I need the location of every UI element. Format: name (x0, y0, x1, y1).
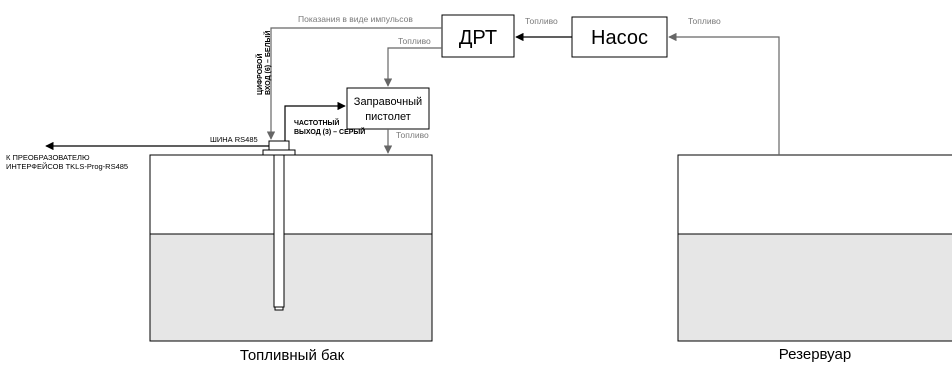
fuel-label-drt-in: Топливо (525, 16, 558, 26)
drt-label: ДРТ (459, 27, 497, 49)
fuel-tank (149, 154, 433, 342)
sensor-head (268, 140, 290, 151)
freq-output-label-line2: ВЫХОД (3) – СЕРЫЙ (294, 127, 365, 136)
fuel-label-tank-in: Топливо (396, 130, 429, 140)
converter-label-line2: ИНТЕРФЕЙСОВ TKLS-Prog-RS485 (6, 162, 128, 171)
reservoir-caption: Резервуар (779, 346, 851, 363)
nozzle-label-line2: пистолет (365, 111, 411, 123)
flow-reservoir-to-pump (668, 32, 780, 155)
drt-box: ДРТ (441, 14, 515, 58)
freq-output-label-line1: ЧАСТОТНЫЙ (294, 118, 339, 127)
nozzle-label-line1: Заправочный (354, 96, 422, 108)
fuel-tank-fluid (150, 234, 432, 341)
digital-input-label: ЦИФРОВОЙ ВХОД (6) – БЕЛЫЙ (255, 31, 272, 95)
sensor-probe (273, 154, 285, 308)
nozzle-box: Заправочный пистолет (346, 87, 430, 130)
fuel-tank-caption: Топливный бак (240, 347, 345, 364)
digital-input-label-line1: ЦИФРОВОЙ (255, 54, 264, 96)
fuel-level-sensor (262, 140, 296, 311)
fuel-label-nozzle-in: Топливо (398, 36, 431, 46)
sensor-flange (262, 149, 296, 156)
signal-sensor-to-nozzle (284, 101, 346, 141)
reservoir (677, 154, 952, 342)
digital-input-label-line2: ВХОД (6) – БЕЛЫЙ (263, 31, 272, 95)
reservoir-fluid (678, 234, 952, 341)
pump-label: Насос (591, 27, 648, 49)
converter-label-line1: К ПРЕОБРАЗОВАТЕЛЮ (6, 153, 90, 162)
pump-box: Насос (571, 16, 668, 58)
rs485-label: ШИНА RS485 (210, 135, 258, 144)
fuel-label-pump-in: Топливо (688, 16, 721, 26)
impulses-label: Показания в виде импульсов (298, 14, 413, 24)
sensor-probe-tip (274, 306, 284, 311)
signal-drt-to-sensor (266, 27, 442, 140)
flow-drt-to-nozzle (383, 47, 442, 87)
